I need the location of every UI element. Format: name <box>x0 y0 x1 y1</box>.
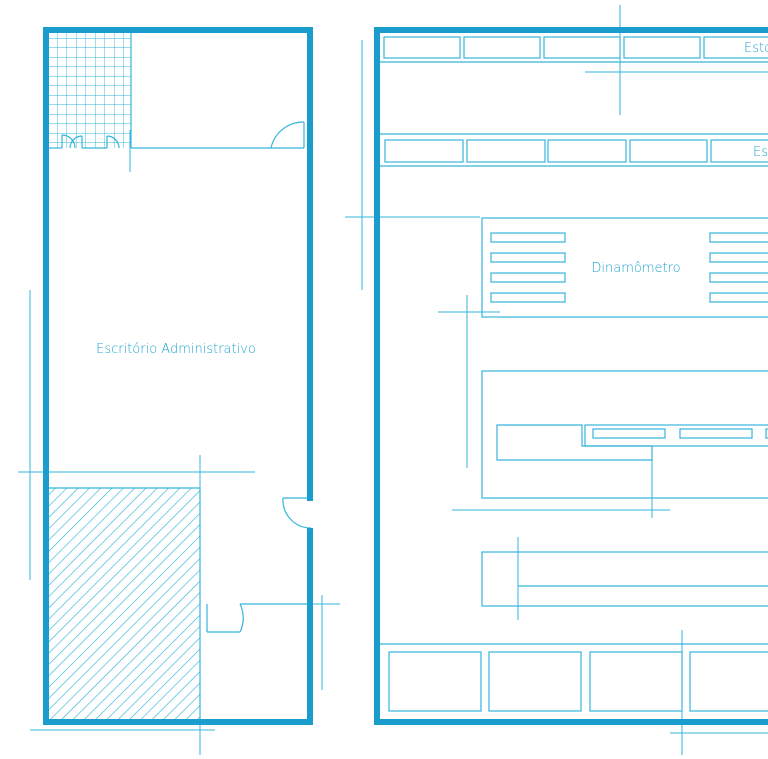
storage-mid-label: Es <box>753 145 768 160</box>
tile-grid-area <box>49 33 131 148</box>
workshop-building: Dinamômetro Esto Es <box>374 27 768 725</box>
office-room-label: Escritório Administrativo <box>96 342 256 357</box>
office-building: Escritório Administrativo <box>43 27 313 725</box>
dyno-room-label: Dinamômetro <box>591 261 680 276</box>
storage-top-label: Esto <box>744 41 768 56</box>
hatched-area <box>49 488 200 720</box>
